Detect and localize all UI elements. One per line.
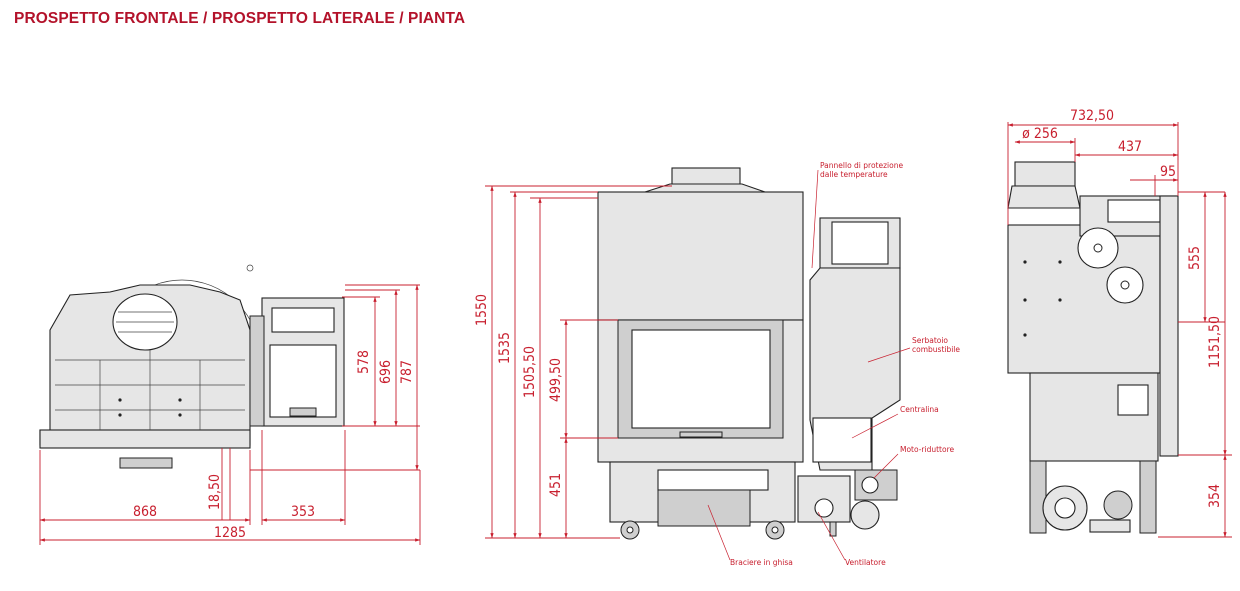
dim-868: 868	[133, 504, 157, 520]
dim-1285: 1285	[214, 525, 246, 541]
label-moto-riduttore: Moto-riduttore	[900, 445, 955, 454]
side-view	[1007, 161, 1179, 534]
label-ventilatore: Ventilatore	[845, 558, 886, 567]
side-dimensions: 732,50 ø 256 437 95 555 1151,50 354	[1007, 108, 1232, 538]
dim-1535: 1535	[497, 332, 513, 364]
front-labels: Pannello di protezione dalle temperature…	[707, 161, 960, 567]
dim-1505-50: 1505,50	[522, 346, 538, 398]
label-centralina: Centralina	[900, 405, 939, 414]
dim-1550: 1550	[474, 294, 490, 326]
label-serbatoio-1: Serbatoio	[912, 336, 948, 345]
dim-95: 95	[1160, 164, 1176, 180]
front-hood	[597, 191, 804, 321]
page-title: PROSPETTO FRONTALE / PROSPETTO LATERALE …	[14, 10, 466, 27]
dim-499-50: 499,50	[548, 358, 564, 402]
dim-354: 354	[1207, 484, 1223, 508]
front-control-box	[812, 417, 872, 463]
label-pannello-2: dalle temperature	[820, 170, 888, 179]
dim-732-50: 732,50	[1070, 108, 1114, 124]
dim-18-50: 18,50	[207, 474, 223, 510]
dim-437: 437	[1118, 139, 1142, 155]
label-serbatoio-2: combustibile	[912, 345, 960, 354]
dim-578: 578	[356, 350, 372, 374]
dim-256: ø 256	[1022, 126, 1058, 142]
plan-base	[39, 429, 251, 449]
front-glass	[631, 329, 771, 429]
dim-1151-50: 1151,50	[1207, 316, 1223, 368]
plan-view	[39, 264, 345, 469]
label-pannello-1: Pannello di protezione	[820, 161, 903, 170]
dim-555: 555	[1187, 246, 1203, 270]
dim-451: 451	[548, 473, 564, 497]
dim-353: 353	[291, 504, 315, 520]
plan-dimensions: 578 696 787 18,50 868 353 1285	[39, 284, 421, 545]
front-view	[597, 167, 901, 540]
front-dimensions: 1550 1535 1505,50 499,50 451	[474, 185, 672, 539]
plan-foot	[119, 457, 173, 469]
dim-787: 787	[399, 360, 415, 384]
dim-696: 696	[378, 360, 394, 384]
label-braciere: Braciere in ghisa	[730, 558, 793, 567]
